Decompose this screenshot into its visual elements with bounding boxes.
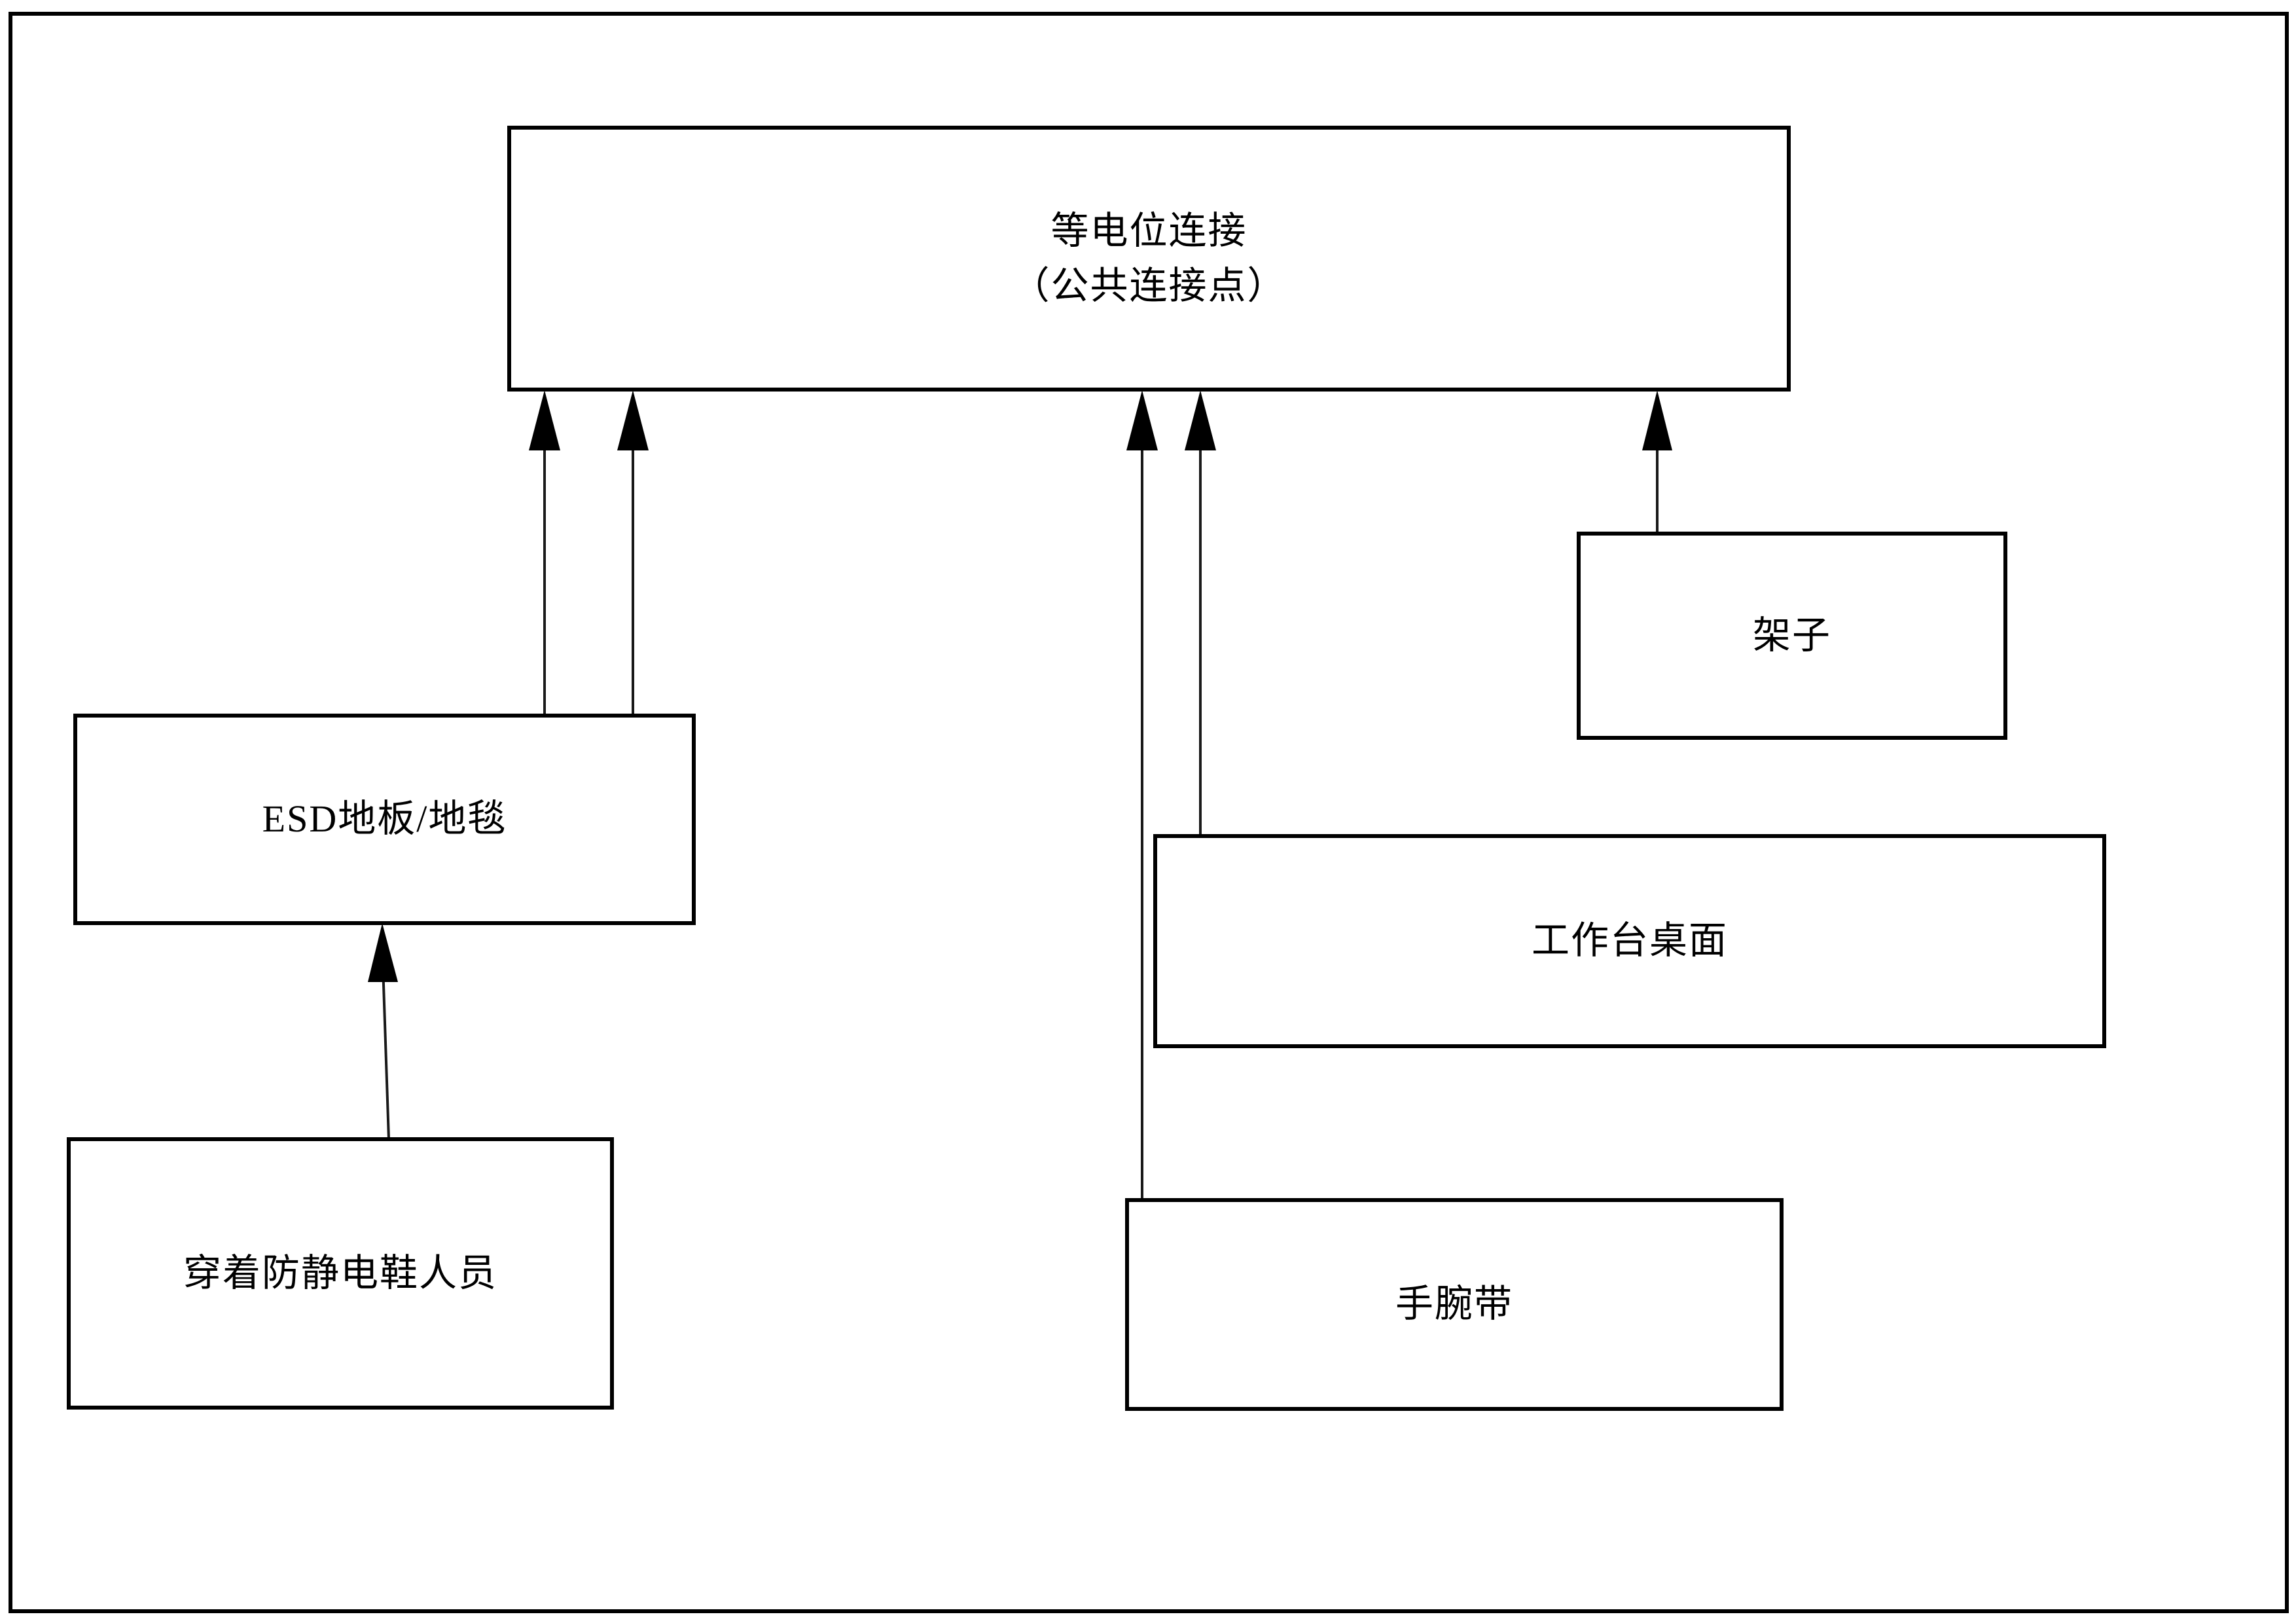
arrow-head-icon [1126, 390, 1158, 450]
arrow-head-icon [1185, 390, 1216, 450]
node-esd-footwear-person[interactable] [67, 1137, 614, 1410]
edge-floor-to-bonding-right [617, 390, 649, 716]
node-workbench-surface[interactable] [1153, 834, 2106, 1048]
edge-wriststrap-to-bonding [1126, 390, 1158, 1200]
arrow-head-icon [368, 923, 398, 982]
page-frame [9, 12, 2289, 1613]
arrow-head-icon [617, 390, 649, 450]
arrow-head-icon [1642, 390, 1672, 450]
edge-floor-to-bonding-left [529, 390, 560, 716]
arrow-head-icon [529, 390, 560, 450]
node-equipotential-bonding[interactable] [507, 126, 1791, 392]
edge-workbench-to-bonding [1185, 390, 1216, 836]
edge-person-to-floor [368, 923, 398, 1140]
node-esd-floor-carpet[interactable] [73, 714, 696, 925]
edge-shelf-to-bonding [1642, 390, 1672, 534]
node-shelf-rack[interactable] [1577, 532, 2007, 740]
node-wrist-strap[interactable] [1125, 1198, 1784, 1411]
